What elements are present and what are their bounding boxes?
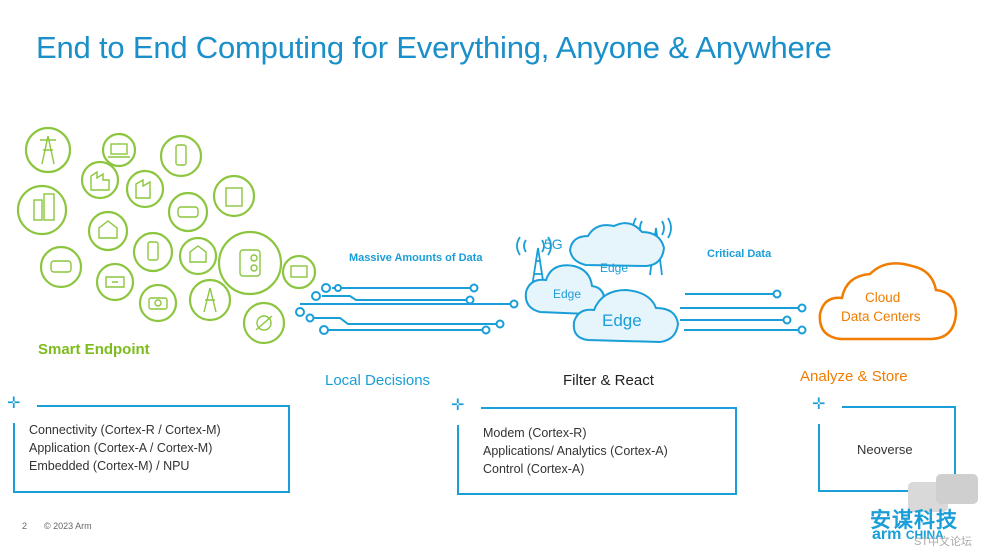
- house-icon-2: [178, 236, 218, 276]
- monitor-icon: [281, 254, 317, 290]
- robot-icon: [217, 230, 283, 296]
- phone-icon: [159, 134, 203, 178]
- plus-icon: ✛: [812, 396, 826, 413]
- factory-icon-2: [125, 169, 165, 209]
- signal-icon: [516, 236, 552, 256]
- page-number: 2: [22, 521, 28, 531]
- slide-title: End to End Computing for Everything, Any…: [36, 30, 832, 65]
- box-line: Connectivity (Cortex-R / Cortex-M): [29, 423, 221, 437]
- stage-local-decisions: Local Decisions: [325, 372, 431, 389]
- edge-cloud-top: [568, 222, 666, 268]
- building-icon: [16, 184, 68, 236]
- house-icon: [87, 210, 129, 252]
- edge-label-large: Edge: [602, 311, 642, 330]
- logo-china: CHINA: [905, 528, 944, 542]
- camera-icon: [138, 283, 178, 323]
- tower-icon: [24, 126, 72, 174]
- car-icon-2: [39, 245, 83, 289]
- edge-label-top: Edge: [600, 261, 629, 275]
- box-line: Application (Cortex-A / Cortex-M): [29, 441, 213, 455]
- sensor-icon: [242, 301, 286, 345]
- box-line: Applications/ Analytics (Cortex-A): [483, 444, 668, 458]
- five-g-label: 5G: [544, 236, 563, 252]
- tower-icon-5g: [531, 247, 545, 288]
- phone-icon-2: [132, 231, 174, 273]
- arm-china-logo: arm CHINA: [872, 526, 944, 544]
- logo-arm: arm: [872, 526, 902, 543]
- drone-icon: [95, 262, 135, 302]
- stage-filter-react: Filter & React: [563, 372, 654, 389]
- massive-data-label: Massive Amounts of Data: [349, 252, 483, 264]
- cloud-cores-box: ✛ Neoverse: [812, 397, 956, 492]
- logo-chinese: 安谋科技: [870, 509, 958, 532]
- laptop-icon: [101, 132, 137, 168]
- smart-endpoint-label: Smart Endpoint: [38, 341, 150, 358]
- box-line: Neoverse: [857, 442, 913, 457]
- plus-icon: ✛: [7, 395, 21, 412]
- watermark-text: ST中文论坛: [914, 536, 973, 548]
- copyright: © 2023 Arm: [44, 521, 92, 531]
- watermark-bubble-icon: [908, 474, 978, 512]
- edge-cores-box: ✛ Modem (Cortex-R) Applications/ Analyti…: [451, 398, 737, 495]
- box-line: Control (Cortex-A): [483, 462, 585, 476]
- critical-data-label: Critical Data: [707, 248, 772, 260]
- box-line: Modem (Cortex-R): [483, 426, 587, 440]
- datacenters-label: Data Centers: [841, 309, 921, 324]
- box-line: Embedded (Cortex-M) / NPU: [29, 459, 190, 473]
- tower-icon-2: [188, 278, 232, 322]
- stage-analyze-store: Analyze & Store: [800, 368, 908, 385]
- endpoint-cores-box: ✛ Connectivity (Cortex-R / Cortex-M) App…: [7, 396, 290, 493]
- plus-icon: ✛: [451, 397, 465, 414]
- factory-icon: [80, 160, 120, 200]
- edge-label-left: Edge: [553, 287, 582, 301]
- cloud-label: Cloud: [865, 290, 901, 305]
- edge-cloud-large: [572, 288, 680, 344]
- car-icon: [167, 191, 209, 233]
- building-icon-2: [212, 174, 256, 218]
